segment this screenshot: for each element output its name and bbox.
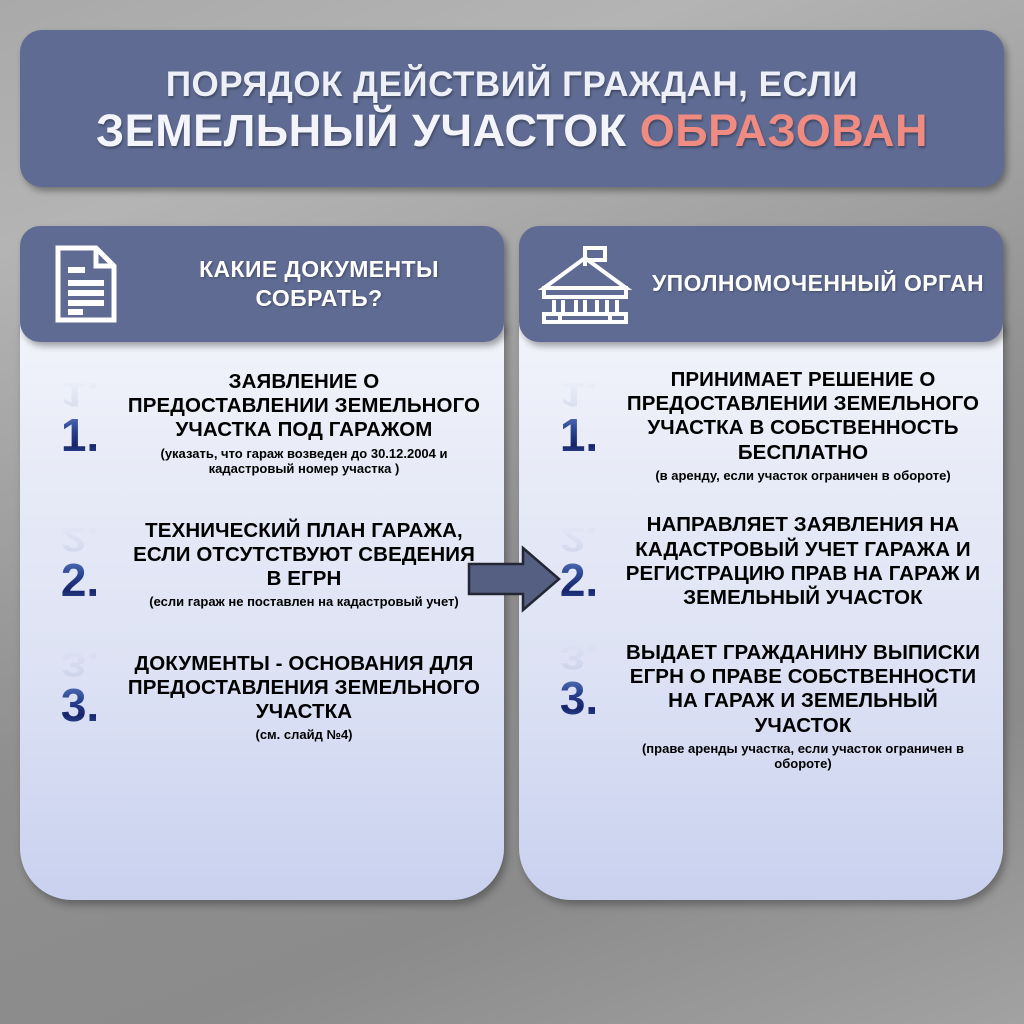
step-number-wrap: 1. 1. [34, 370, 126, 458]
step-main-text: ЗАЯВЛЕНИЕ О ПРЕДОСТАВЛЕНИИ ЗЕМЕЛЬНОГО УЧ… [127, 370, 481, 442]
column-authority-body: 1. 1. ПРИНИМАЕТ РЕШЕНИЕ О ПРЕДОСТАВЛЕНИИ… [519, 322, 1003, 900]
step-item: 1. 1. ПРИНИМАЕТ РЕШЕНИЕ О ПРЕДОСТАВЛЕНИИ… [519, 368, 1003, 483]
step-main-text: НАПРАВЛЯЕТ ЗАЯВЛЕНИЯ НА КАДАСТРОВЫЙ УЧЕТ… [625, 513, 981, 609]
step-number-reflection: 2. [60, 520, 100, 559]
step-number-reflection: 1. [559, 375, 599, 415]
step-number-reflection: 3. [559, 638, 599, 678]
step-number-wrap: 1. 1. [533, 368, 625, 458]
step-number-wrap: 2. 2. [34, 519, 126, 603]
step-text: ПРИНИМАЕТ РЕШЕНИЕ О ПРЕДОСТАВЛЕНИИ ЗЕМЕЛ… [625, 368, 985, 483]
step-number: 3. [559, 672, 599, 725]
step-main-text: ВЫДАЕТ ГРАЖДАНИНУ ВЫПИСКИ ЕГРН О ПРАВЕ С… [625, 641, 981, 737]
title-banner: ПОРЯДОК ДЕЙСТВИЙ ГРАЖДАН, ЕСЛИ ЗЕМЕЛЬНЫЙ… [20, 30, 1004, 187]
step-item: 2. 2. ТЕХНИЧЕСКИЙ ПЛАН ГАРАЖА, ЕСЛИ ОТСУ… [20, 519, 504, 610]
step-text: ЗАЯВЛЕНИЕ О ПРЕДОСТАВЛЕНИИ ЗЕМЕЛЬНОГО УЧ… [126, 370, 486, 477]
step-note-text: (указать, что гараж возведен до 30.12.20… [160, 445, 448, 477]
step-note-text: (праве аренды участка, если участок огра… [641, 740, 965, 772]
title-line-1: ПОРЯДОК ДЕЙСТВИЙ ГРАЖДАН, ЕСЛИ [165, 64, 859, 104]
step-text: НАПРАВЛЯЕТ ЗАЯВЛЕНИЯ НА КАДАСТРОВЫЙ УЧЕТ… [625, 513, 985, 613]
step-number: 1. [559, 409, 599, 461]
step-number-wrap: 2. 2. [533, 513, 625, 607]
step-item: 2. 2. НАПРАВЛЯЕТ ЗАЯВЛЕНИЯ НА КАДАСТРОВЫ… [519, 513, 1003, 613]
step-text: ВЫДАЕТ ГРАЖДАНИНУ ВЫПИСКИ ЕГРН О ПРАВЕ С… [625, 641, 985, 772]
step-item: 1. 1. ЗАЯВЛЕНИЕ О ПРЕДОСТАВЛЕНИИ ЗЕМЕЛЬН… [20, 370, 504, 477]
government-building-icon [519, 244, 651, 324]
column-documents-header: КАКИЕ ДОКУМЕНТЫ СОБРАТЬ? [20, 226, 504, 342]
step-note-text: (если гараж не поставлен на кадастровый … [149, 594, 459, 610]
step-main-text: ДОКУМЕНТЫ - ОСНОВАНИЯ ДЛЯ ПРЕДОСТАВЛЕНИЯ… [127, 651, 481, 724]
title-line-2-accent: ОБРАЗОВАН [639, 104, 928, 156]
step-text: ДОКУМЕНТЫ - ОСНОВАНИЯ ДЛЯ ПРЕДОСТАВЛЕНИЯ… [126, 652, 486, 743]
step-number: 1. [60, 409, 100, 461]
step-note-text: (в аренду, если участок ограничен в обор… [655, 467, 951, 483]
step-number: 3. [60, 678, 100, 731]
column-documents-body: 1. 1. ЗАЯВЛЕНИЕ О ПРЕДОСТАВЛЕНИИ ЗЕМЕЛЬН… [20, 322, 504, 900]
column-documents: 1. 1. ЗАЯВЛЕНИЕ О ПРЕДОСТАВЛЕНИИ ЗЕМЕЛЬН… [20, 226, 504, 900]
title-line-2-main: ЗЕМЕЛЬНЫЙ УЧАСТОК [95, 104, 627, 156]
column-authority-title: УПОЛНОМОЧЕННЫЙ ОРГАН [651, 270, 985, 297]
step-number-reflection: 1. [60, 375, 100, 415]
step-note-text: (см. слайд №4) [255, 727, 353, 743]
step-main-text: ПРИНИМАЕТ РЕШЕНИЕ О ПРЕДОСТАВЛЕНИИ ЗЕМЕЛ… [626, 368, 980, 464]
step-number-wrap: 3. 3. [34, 645, 126, 731]
step-number: 2. [60, 553, 100, 606]
column-documents-title: КАКИЕ ДОКУМЕНТЫ СОБРАТЬ? [199, 255, 439, 311]
step-text: ТЕХНИЧЕСКИЙ ПЛАН ГАРАЖА, ЕСЛИ ОТСУТСТВУЮ… [126, 519, 486, 610]
step-number-reflection: 3. [60, 645, 100, 685]
step-number: 2. [559, 554, 599, 607]
step-item: 3. 3. ВЫДАЕТ ГРАЖДАНИНУ ВЫПИСКИ ЕГРН О П… [519, 638, 1003, 772]
column-authority: 1. 1. ПРИНИМАЕТ РЕШЕНИЕ О ПРЕДОСТАВЛЕНИИ… [519, 226, 1003, 900]
column-authority-header: УПОЛНОМОЧЕННЫЙ ОРГАН [519, 226, 1003, 342]
step-main-text: ТЕХНИЧЕСКИЙ ПЛАН ГАРАЖА, ЕСЛИ ОТСУТСТВУЮ… [133, 518, 475, 591]
step-number-wrap: 3. 3. [533, 638, 625, 725]
step-item: 3. 3. ДОКУМЕНТЫ - ОСНОВАНИЯ ДЛЯ ПРЕДОСТА… [20, 645, 504, 743]
document-icon [20, 245, 152, 323]
right-arrow-icon [467, 544, 561, 614]
title-line-2: ЗЕМЕЛЬНЫЙ УЧАСТОК ОБРАЗОВАН [95, 104, 928, 156]
